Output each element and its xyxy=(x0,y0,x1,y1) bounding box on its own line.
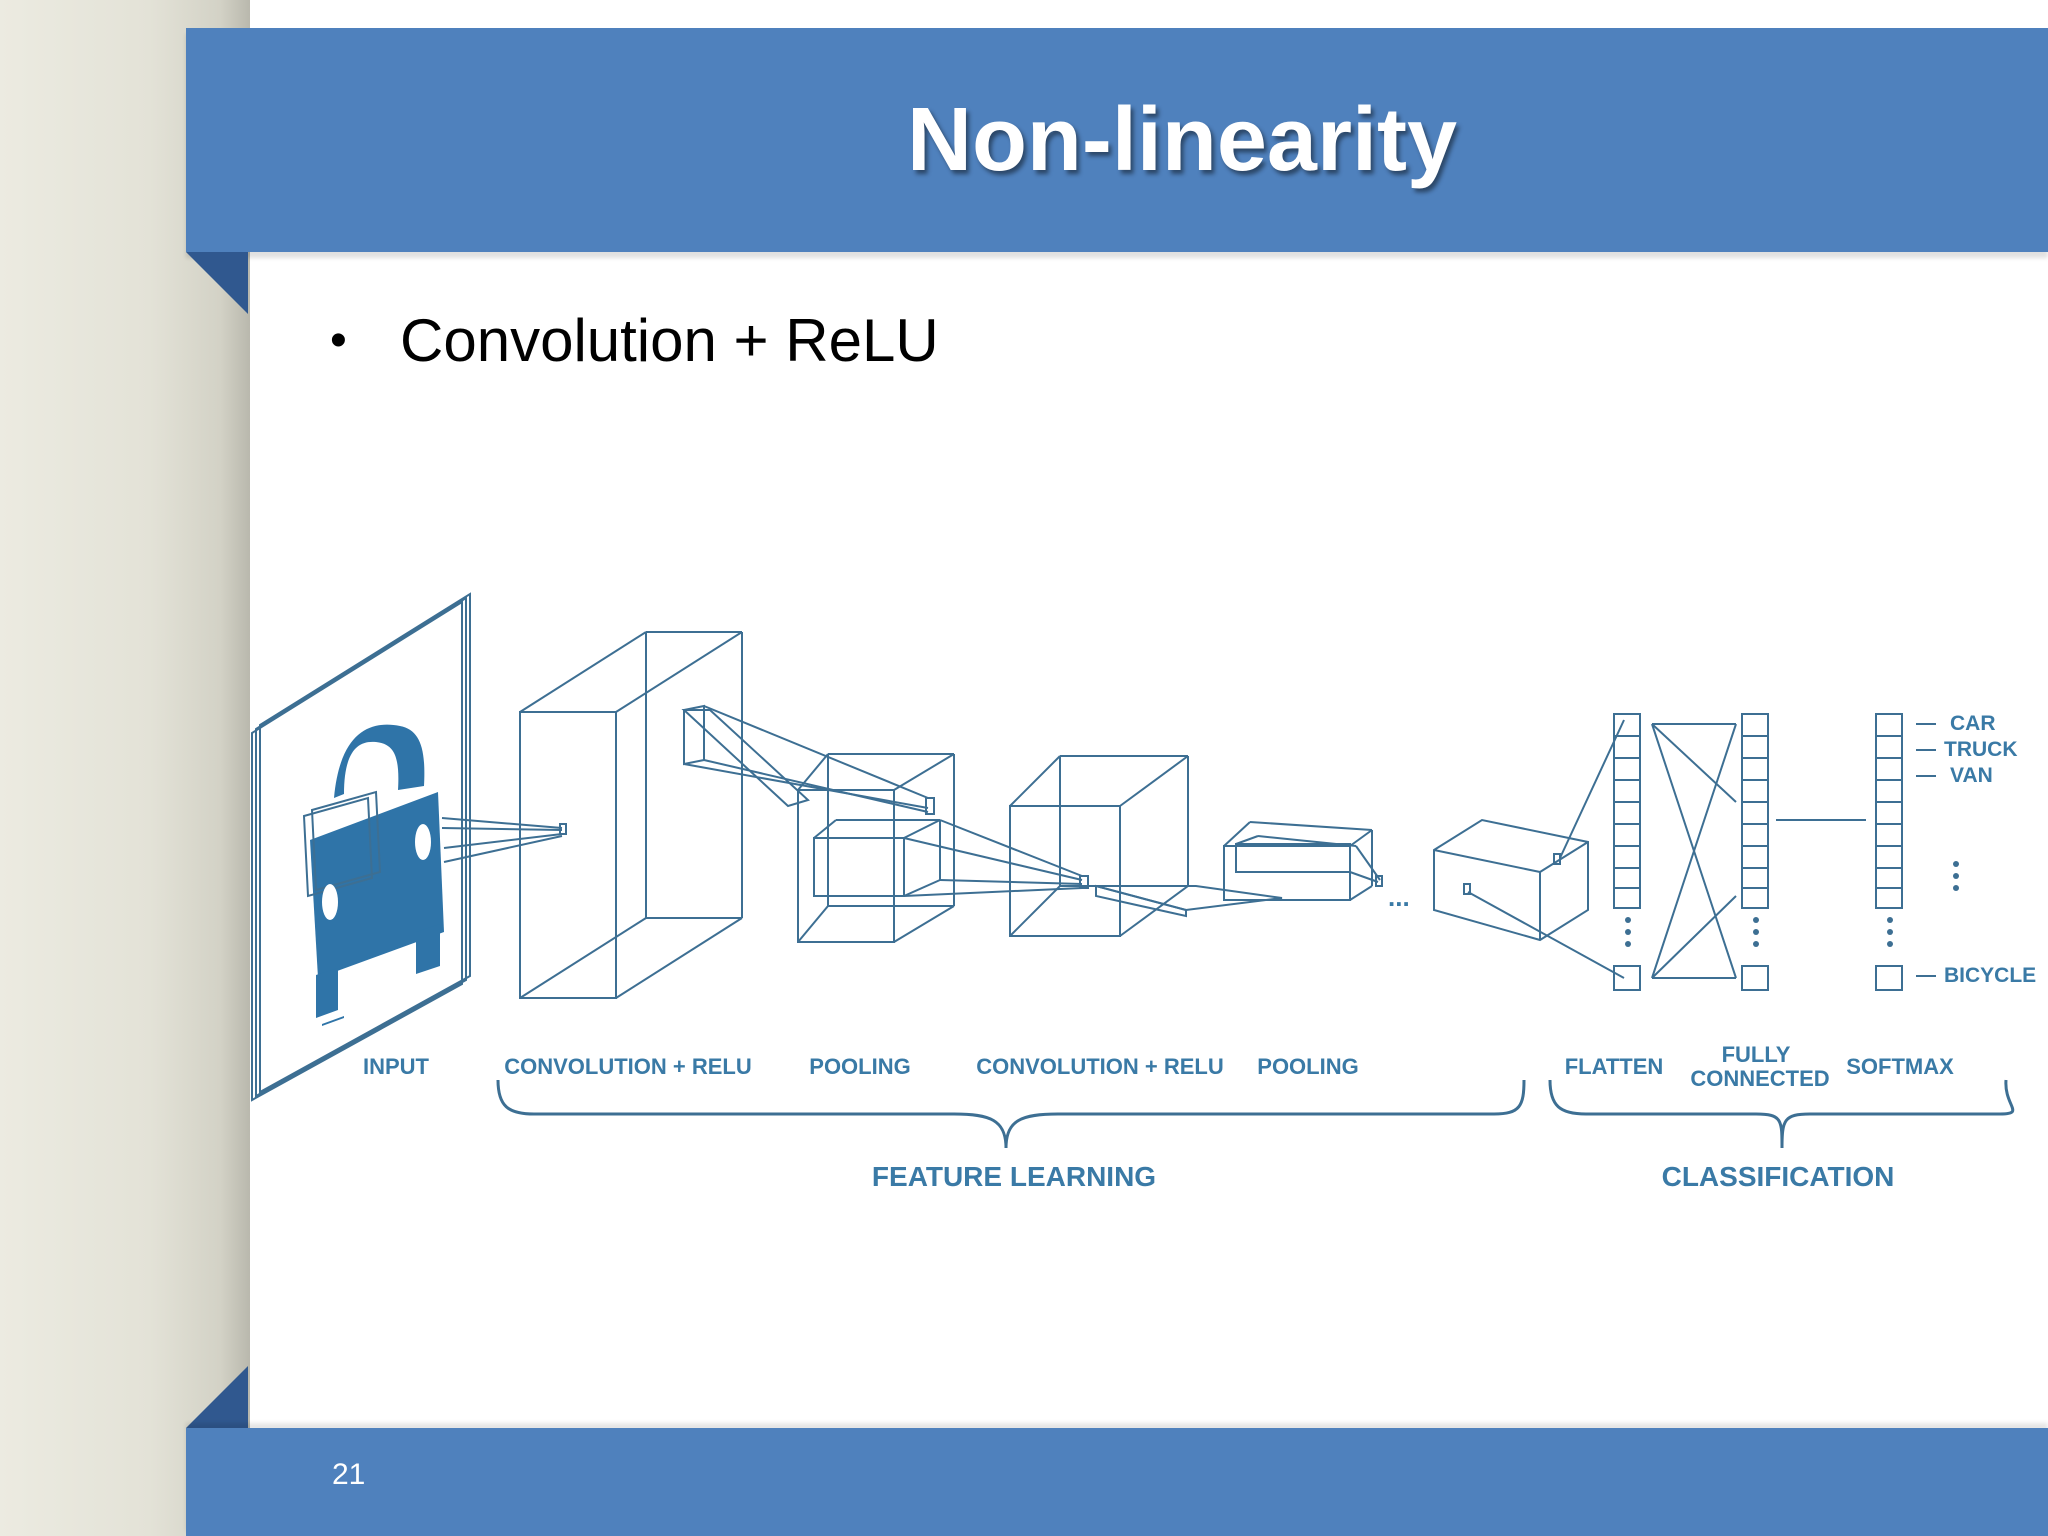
feature-learning-brace xyxy=(496,1079,1526,1149)
ellipsis-dots xyxy=(1625,861,1959,947)
bullet-item: • Convolution + ReLU xyxy=(330,306,939,375)
label-input: INPUT xyxy=(363,1054,430,1079)
input-image-stack xyxy=(251,592,471,1102)
label-conv1: CONVOLUTION + RELU xyxy=(504,1054,752,1079)
footer-fold xyxy=(186,1366,248,1428)
pool1-volume xyxy=(797,753,955,943)
title-bar: Non-linearity xyxy=(186,28,2048,252)
label-flatten: FLATTEN xyxy=(1565,1054,1664,1079)
classification-brace xyxy=(1548,1079,2015,1149)
label-conv2: CONVOLUTION + RELU xyxy=(976,1054,1224,1079)
label-pool2: POOLING xyxy=(1257,1054,1358,1079)
feature-map-volume xyxy=(1433,818,1589,942)
label-fc-line1: FULLY xyxy=(1722,1042,1791,1067)
softmax-column xyxy=(1875,713,1903,991)
class-label: CAR xyxy=(1950,712,1996,735)
class-label: BICYCLE xyxy=(1944,964,2036,987)
pool2-volume xyxy=(1223,821,1383,901)
bullet-text: Convolution + ReLU xyxy=(400,307,939,374)
title-fold xyxy=(186,252,248,314)
fully-connected-column xyxy=(1741,713,1769,991)
label-feature-learning: FEATURE LEARNING xyxy=(872,1161,1156,1192)
conv2-volume xyxy=(1009,755,1283,937)
label-classification: CLASSIFICATION xyxy=(1662,1161,1895,1192)
flatten-column xyxy=(1613,713,1641,991)
label-softmax: SOFTMAX xyxy=(1846,1054,1954,1079)
slide-number: 21 xyxy=(332,1458,366,1491)
conv1-volume xyxy=(519,631,743,999)
slide-canvas xyxy=(250,0,2048,1536)
class-label: VAN xyxy=(1950,764,1993,787)
car-icon xyxy=(310,724,444,1026)
input-patch xyxy=(302,790,382,898)
footer-bar: 21 xyxy=(186,1428,2048,1536)
class-label: TRUCK xyxy=(1944,738,2018,761)
label-pool1: POOLING xyxy=(809,1054,910,1079)
ellipsis-label: ... xyxy=(1388,882,1410,912)
cnn-diagram: ... INPUT CONVOLUTION + RELU POOLING CON… xyxy=(251,592,2036,1192)
label-fc-line2: CONNECTED xyxy=(1690,1066,1829,1091)
slide-title: Non-linearity xyxy=(906,89,1458,190)
bullet-dot-icon: • xyxy=(330,314,347,367)
